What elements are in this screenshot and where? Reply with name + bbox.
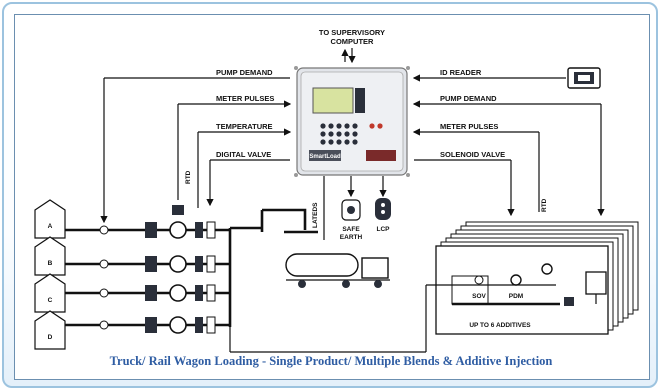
tank-label-a: A xyxy=(48,223,53,230)
sov-label: SOV xyxy=(472,293,486,300)
right-signal-pump-demand: PUMP DEMAND xyxy=(440,94,497,103)
storage-tank-a xyxy=(34,199,66,239)
safe-earth-label-line1: SAFE xyxy=(342,226,360,233)
storage-tank-c xyxy=(34,273,66,313)
left-signal-meter-pulses: METER PULSES xyxy=(216,94,274,103)
controller-keypad[interactable] xyxy=(320,123,383,145)
right-signal-id-reader: ID READER xyxy=(440,68,482,77)
tank-label-c: C xyxy=(48,297,53,304)
supervisory-label-line2: COMPUTER xyxy=(331,37,375,46)
rtd-label: RTD xyxy=(185,170,192,184)
pdm-label: PDM xyxy=(509,293,523,300)
left-signal-digital-valve: DIGITAL VALVE xyxy=(216,150,271,159)
controller-display xyxy=(312,87,354,114)
storage-tank-d xyxy=(34,310,66,350)
supervisory-label-line1: TO SUPERVISORY xyxy=(319,28,385,37)
right-signal-lines xyxy=(412,74,605,217)
tank-label-b: B xyxy=(48,260,53,267)
product-pipelines xyxy=(65,208,427,353)
controller-brand: SmartLoad xyxy=(309,154,341,160)
left-signal-lines xyxy=(100,77,292,224)
additives-caption: UP TO 6 ADDITIVES xyxy=(469,322,531,329)
safe-earth-icon xyxy=(341,199,361,221)
tank-label-d: D xyxy=(48,334,53,341)
supervisory-link xyxy=(341,48,356,64)
figure-caption: Truck/ Rail Wagon Loading - Single Produ… xyxy=(110,354,553,368)
right-signal-meter-pulses: METER PULSES xyxy=(440,122,498,131)
right-signal-solenoid-valve: SOLENOID VALVE xyxy=(440,150,505,159)
safe-earth-label-line2: EARTH xyxy=(340,234,363,241)
id-reader-icon[interactable] xyxy=(567,67,601,89)
storage-tank-b xyxy=(34,236,66,276)
lateds-label: LATEDS xyxy=(312,202,319,228)
additive-skids xyxy=(426,221,639,335)
tanker-truck xyxy=(285,253,390,288)
controller-device-lines xyxy=(323,176,387,240)
lcp-label: LCP xyxy=(377,226,391,233)
left-signal-temperature: TEMPERATURE xyxy=(216,122,273,131)
smartload-controller[interactable]: SmartLoad xyxy=(294,66,410,177)
lcp-icon[interactable] xyxy=(375,198,391,220)
left-signal-pump-demand: PUMP DEMAND xyxy=(216,68,273,77)
rtd2-label: RTD xyxy=(541,198,548,212)
row-instruments xyxy=(99,205,216,334)
